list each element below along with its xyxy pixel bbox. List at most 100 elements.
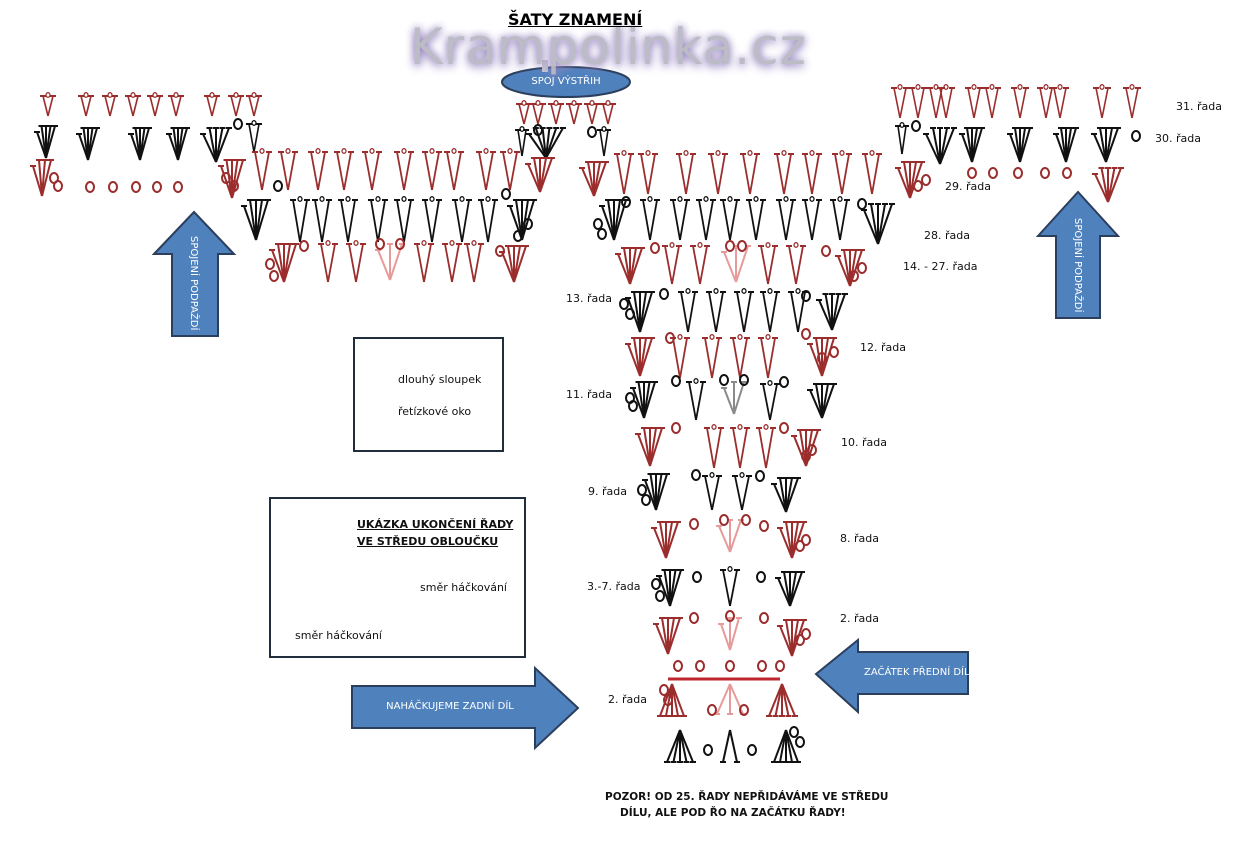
stitch-post: [639, 337, 653, 377]
stitch-post: [939, 87, 947, 119]
stitch-post: [299, 199, 308, 243]
stitch-post: [704, 337, 713, 379]
stitch-post: [321, 199, 330, 243]
chain-stitch: [837, 196, 843, 202]
stitch-post: [877, 203, 893, 245]
v-stitch: [368, 196, 388, 243]
chain-stitch: [741, 288, 747, 294]
stitch-post: [314, 199, 323, 243]
stitch-post: [640, 153, 649, 195]
stitch-post: [760, 245, 769, 285]
v-stitch: [346, 240, 366, 283]
chain-stitch: [693, 378, 699, 384]
chain-stitch: [703, 744, 713, 756]
chain-stitch: [299, 240, 309, 252]
callout-shapes: [151, 60, 1121, 751]
stitch-post: [424, 151, 433, 191]
chain-stitch: [375, 196, 381, 202]
v-stitch: [720, 196, 740, 241]
row-label-10: 10. řada: [841, 436, 887, 449]
stitch-post: [729, 519, 742, 553]
stitch-post: [1019, 127, 1031, 163]
v-stitch: [862, 150, 882, 195]
stitch-post: [617, 253, 631, 285]
chain-stitch: [801, 534, 811, 546]
chain-stitch: [971, 84, 977, 90]
stitch-post: [403, 199, 412, 243]
stitch-post: [704, 475, 713, 511]
stitch-post: [688, 381, 697, 421]
stitch-post: [364, 151, 373, 191]
stitch-post: [340, 199, 349, 243]
stitch-post: [871, 153, 880, 195]
fan-stitch: [651, 521, 681, 559]
chain-stitch: [553, 100, 559, 106]
stitch-post: [967, 87, 975, 119]
chain-stitch: [759, 612, 769, 624]
chain-stitch: [767, 380, 773, 386]
stitch-post: [762, 291, 771, 333]
v-stitch: [1011, 84, 1029, 119]
stitch-post: [789, 571, 803, 607]
v-stitch: [478, 196, 498, 243]
chain-stitch: [671, 375, 681, 387]
stitch-post: [734, 475, 743, 511]
chain-stitch: [663, 694, 673, 706]
fan-stitch: [775, 571, 805, 607]
chain-stitch: [703, 196, 709, 202]
v-stitch: [730, 334, 750, 379]
v-stitch: [476, 148, 496, 191]
stitch-post: [627, 343, 641, 377]
stitch-post: [637, 433, 651, 467]
stitch-post: [1065, 127, 1077, 163]
stitch-post: [672, 729, 681, 763]
chain-stitch: [669, 242, 675, 248]
chain-stitch: [739, 472, 745, 478]
stitch-post: [280, 151, 289, 191]
stitch-post: [591, 103, 598, 125]
inverted-fan-stitch: [657, 683, 687, 717]
stitch-post: [809, 389, 823, 419]
stitch-post: [788, 245, 797, 285]
chain-stitch: [709, 334, 715, 340]
stitch-post: [666, 729, 681, 763]
stitch-post: [206, 95, 213, 117]
chain-stitch: [273, 180, 283, 192]
stitch-post: [743, 291, 752, 333]
chain-stitch: [757, 660, 767, 672]
stitch-post: [485, 151, 494, 191]
row-label-14-27: 14. - 27. řada: [903, 260, 978, 273]
stitch-post: [687, 291, 696, 333]
stitch-post: [1101, 87, 1109, 119]
v-stitch: [758, 334, 778, 379]
stitch-post: [1045, 87, 1053, 119]
chain-stitch: [45, 92, 51, 98]
stitch-post: [729, 617, 740, 651]
fan-stitch: [816, 293, 848, 331]
fan-stitch: [807, 383, 837, 419]
stitch-post: [706, 427, 715, 469]
chain-stitch: [641, 494, 651, 506]
chain-stitch: [685, 288, 691, 294]
fan-stitch: [269, 243, 299, 283]
stitch-post: [47, 95, 54, 117]
v-stitch: [422, 196, 442, 243]
v-stitch: [548, 100, 564, 125]
fan-stitch: [653, 617, 683, 655]
chain-stitch: [857, 198, 867, 210]
stitch-post: [545, 127, 564, 159]
armpit-right-label: SPOJENÍ PODPAŽDÍ: [1072, 218, 1083, 313]
stitch-post: [310, 151, 319, 191]
stitch-post: [423, 243, 432, 283]
chain-stitch: [621, 196, 631, 208]
chain-stitch: [725, 610, 735, 622]
chain-stitch: [173, 181, 183, 193]
v-stitch: [788, 288, 808, 333]
v-stitch: [704, 424, 724, 469]
stitch-post: [261, 151, 270, 191]
chain-stitch: [587, 126, 597, 138]
fan-stitch: [835, 249, 865, 287]
v-stitch: [394, 196, 414, 243]
chain-stitch: [789, 726, 799, 738]
v-stitch: [676, 150, 696, 195]
